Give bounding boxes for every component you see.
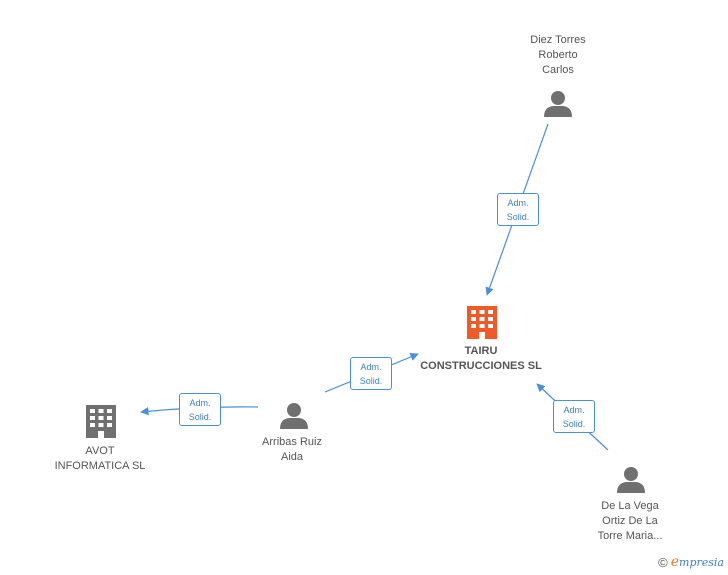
person-icon[interactable] bbox=[544, 91, 572, 117]
node-label-arribas[interactable]: Arribas Ruiz Aida bbox=[262, 436, 322, 463]
copyright-icon: © bbox=[658, 554, 668, 570]
empresia-logo: empresia bbox=[670, 554, 724, 570]
node-label-diez[interactable]: Diez Torres Roberto Carlos bbox=[530, 34, 586, 76]
building-icon[interactable] bbox=[467, 306, 497, 339]
person-icon[interactable] bbox=[280, 403, 308, 429]
edge-badge-arribas-main[interactable]: Adm. Solid. bbox=[350, 357, 392, 390]
person-icon[interactable] bbox=[617, 467, 645, 493]
edge-badge-arribas-avot[interactable]: Adm. Solid. bbox=[179, 393, 221, 426]
building-icon[interactable] bbox=[86, 405, 116, 438]
node-label-main-company[interactable]: TAIRU CONSTRUCCIONES SL bbox=[420, 345, 542, 372]
node-label-delavega[interactable]: De La Vega Ortiz De La Torre Maria... bbox=[597, 500, 663, 542]
node-label-avot[interactable]: AVOT INFORMATICA SL bbox=[54, 445, 146, 472]
footer-brand[interactable]: © empresia bbox=[658, 553, 724, 571]
edge-badge-delavega-main[interactable]: Adm. Solid. bbox=[553, 400, 595, 433]
edge-badge-diez-main[interactable]: Adm. Solid. bbox=[497, 193, 539, 226]
